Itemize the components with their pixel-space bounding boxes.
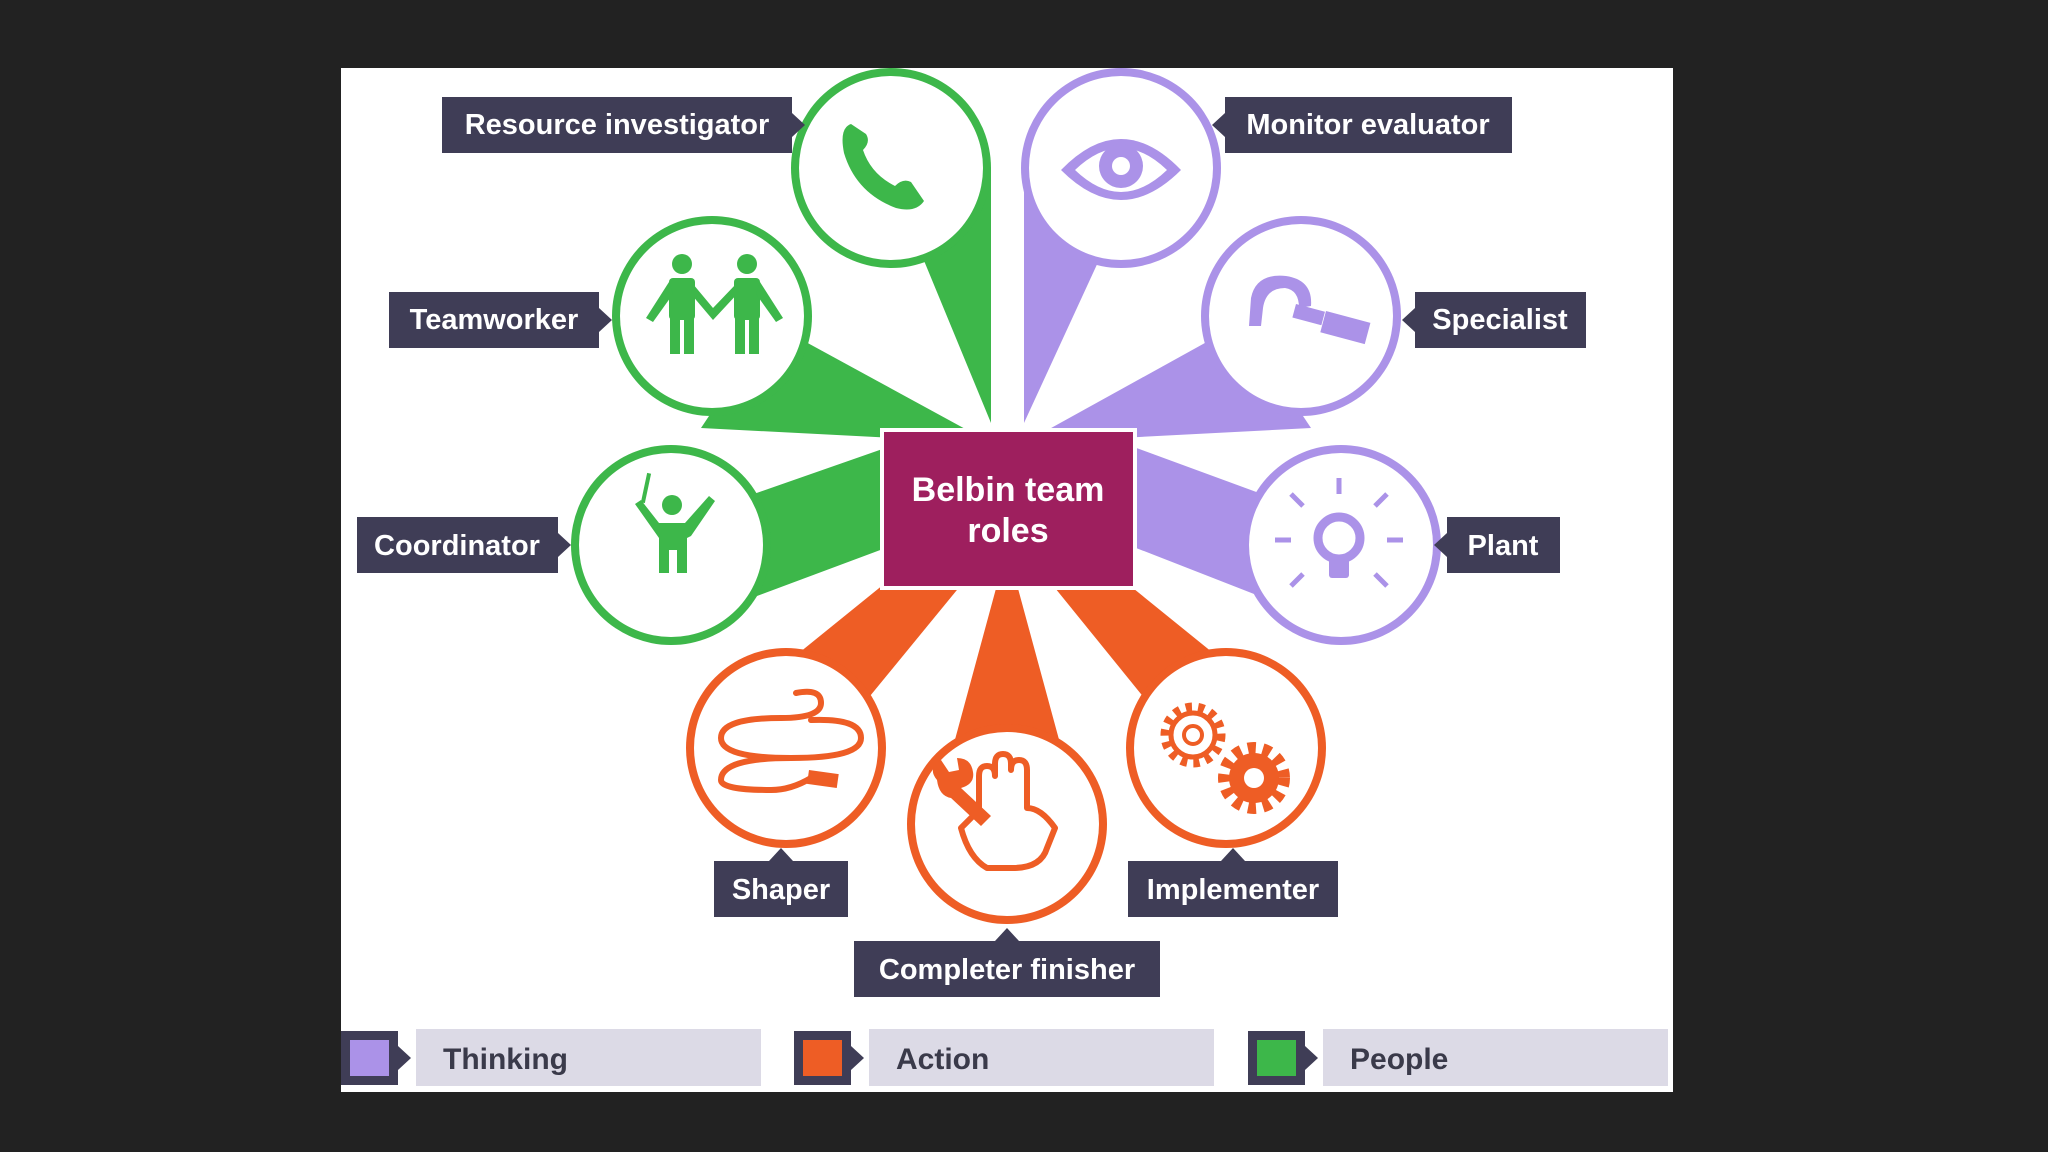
label-plant: Plant <box>1434 517 1560 573</box>
center-box: Belbin team roles <box>880 428 1137 590</box>
label-completer-finisher: Completer finisher <box>854 928 1160 997</box>
lightbulb-icon <box>1275 478 1403 588</box>
role-label: Teamworker <box>410 304 579 336</box>
petal-resource-investigator <box>791 68 991 423</box>
legend-label: People <box>1350 1043 1448 1076</box>
label-implementer: Implementer <box>1128 848 1338 917</box>
role-label: Resource investigator <box>465 109 770 141</box>
rope-icon <box>717 688 865 794</box>
role-label: Implementer <box>1147 874 1319 906</box>
label-specialist: Specialist <box>1402 292 1586 348</box>
rope-end <box>807 770 839 789</box>
legend-label: Action <box>896 1043 989 1076</box>
role-label: Completer finisher <box>879 954 1135 986</box>
label-shaper: Shaper <box>714 848 848 917</box>
legend-swatch <box>803 1040 842 1076</box>
center-title-line2: roles <box>967 512 1048 550</box>
role-label: Specialist <box>1432 304 1568 336</box>
role-label: Coordinator <box>374 530 540 562</box>
petal-coordinator <box>571 445 891 645</box>
label-monitor-evaluator: Monitor evaluator <box>1212 97 1512 153</box>
icons <box>635 124 1403 871</box>
legend-item-action: Action <box>794 1029 1214 1086</box>
legend: Thinking Action People <box>341 1029 1668 1086</box>
role-label: Shaper <box>732 874 830 906</box>
legend-item-thinking: Thinking <box>341 1029 761 1086</box>
belbin-diagram: Belbin team roles Resource investigator … <box>341 68 1668 1086</box>
legend-swatch <box>1257 1040 1296 1076</box>
center-title-line1: Belbin team <box>912 471 1105 509</box>
petal-plant <box>1131 445 1441 645</box>
two-people-icon <box>646 254 783 354</box>
phone-icon <box>842 124 924 210</box>
role-label: Monitor evaluator <box>1246 109 1489 141</box>
role-label: Plant <box>1468 530 1539 562</box>
petal-shaper <box>686 546 993 848</box>
legend-item-people: People <box>1248 1029 1668 1086</box>
legend-label: Thinking <box>443 1043 568 1076</box>
label-resource-investigator: Resource investigator <box>442 97 805 153</box>
legend-swatch <box>350 1040 389 1076</box>
eye-icon <box>1061 139 1181 200</box>
role-labels: Resource investigator Teamworker Coordin… <box>357 97 1586 997</box>
micrometer-icon <box>1249 275 1371 345</box>
conductor-icon <box>635 472 715 573</box>
label-teamworker: Teamworker <box>389 292 612 348</box>
hand-wrench-icon <box>932 751 1058 871</box>
label-coordinator: Coordinator <box>357 517 571 573</box>
diagram-card: Belbin team roles Resource investigator … <box>341 68 1673 1092</box>
gears-icon <box>1160 702 1290 814</box>
